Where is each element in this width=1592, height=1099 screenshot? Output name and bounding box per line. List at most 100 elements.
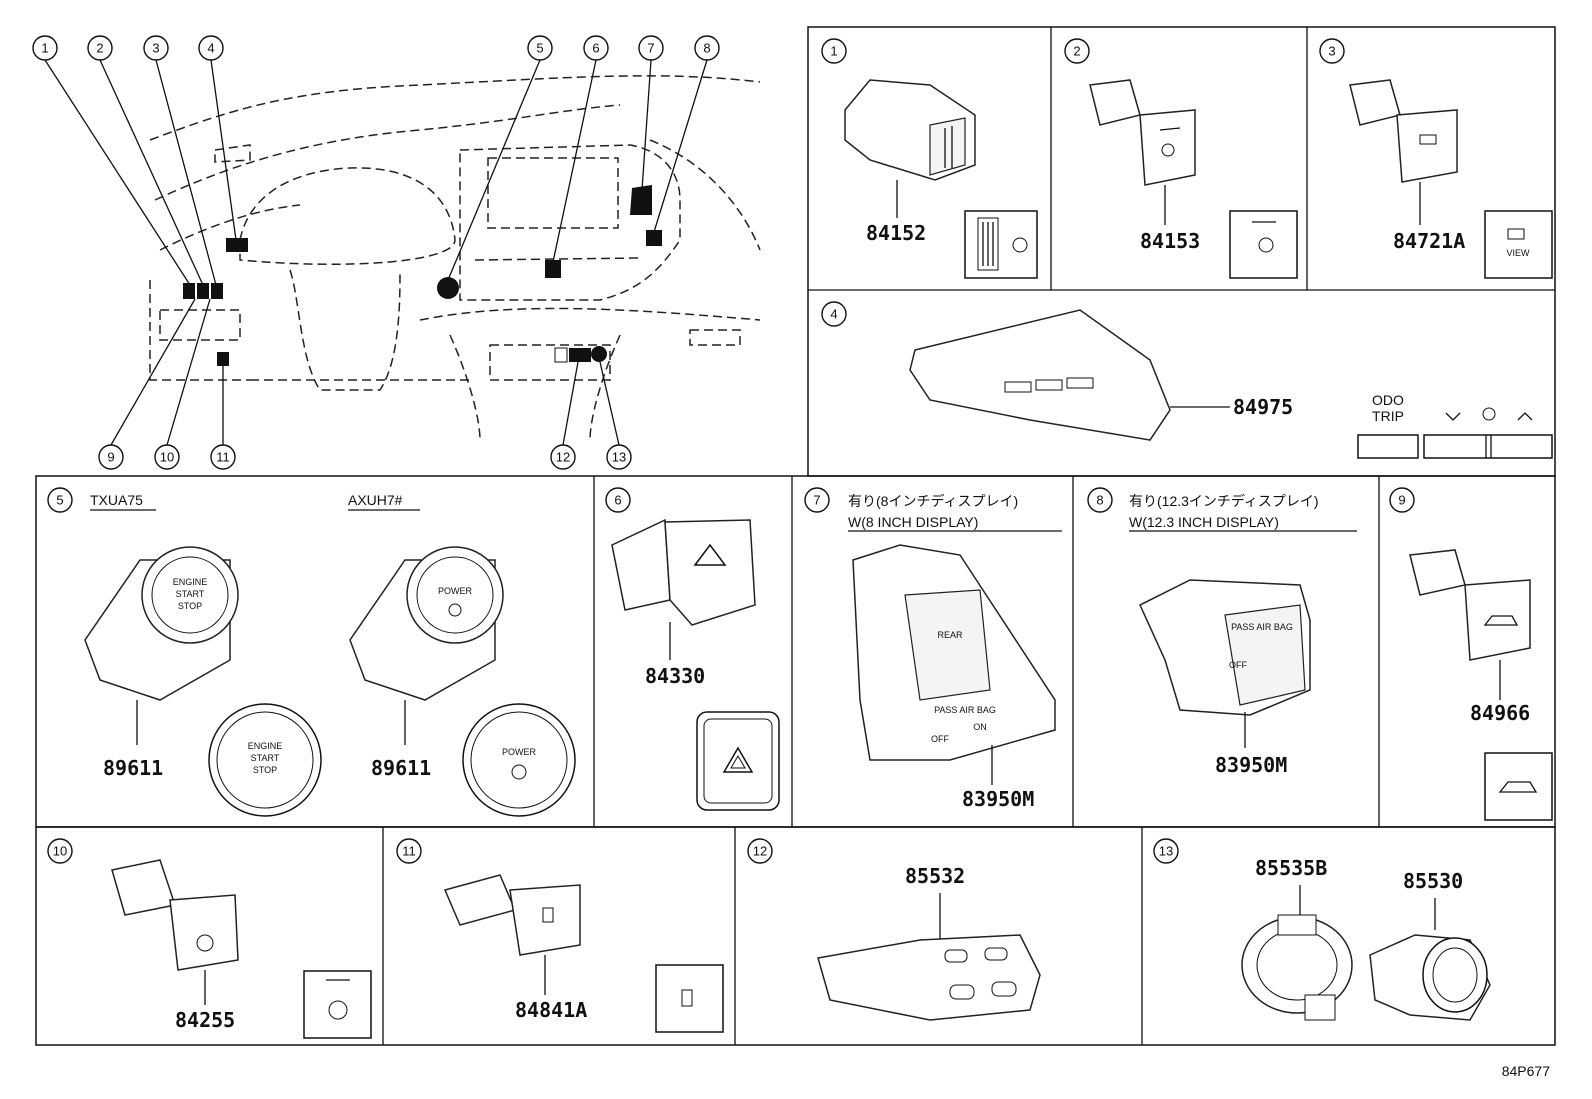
svg-text:TRIP: TRIP xyxy=(1372,408,1404,424)
overview-callout: 13 xyxy=(606,444,632,470)
svg-text:6: 6 xyxy=(614,493,621,508)
overview-callout: 4 xyxy=(198,35,224,61)
svg-text:8: 8 xyxy=(1096,493,1103,508)
svg-text:POWER: POWER xyxy=(502,747,537,757)
overview-callout: 1 xyxy=(32,35,58,61)
overview-callout: 6 xyxy=(583,35,609,61)
svg-text:83950M: 83950M xyxy=(1215,753,1287,777)
svg-text:9: 9 xyxy=(1398,493,1405,508)
steering-heater-icon xyxy=(196,934,214,952)
panel-5: 5 TXUA75 AXUH7# ENGINE START STOP 89611 … xyxy=(47,487,576,817)
svg-text:85535B: 85535B xyxy=(1255,856,1327,880)
brightness-icon xyxy=(1482,407,1496,421)
chevron-up-icon xyxy=(1517,412,1533,421)
svg-text:13: 13 xyxy=(1159,844,1173,859)
svg-text:OFF: OFF xyxy=(931,734,949,744)
overview-callout: 11 xyxy=(210,444,236,470)
vehicle-icon xyxy=(1483,615,1519,626)
dashboard-overview xyxy=(44,59,761,446)
svg-text:84152: 84152 xyxy=(866,221,926,245)
overview-callout: 8 xyxy=(694,35,720,61)
svg-text:REAR: REAR xyxy=(937,630,963,640)
panel-9: 9 84966 xyxy=(1389,487,1553,821)
svg-text:OFF: OFF xyxy=(1229,660,1247,670)
headlight-auto-icon xyxy=(1161,143,1175,157)
panel-grid xyxy=(35,26,1556,1046)
svg-text:84153: 84153 xyxy=(1140,229,1200,253)
overview-callout: 12 xyxy=(550,444,576,470)
panel-8: 8 有り(12.3インチディスプレイ) W(12.3 INCH DISPLAY)… xyxy=(1087,487,1357,777)
power-icon xyxy=(448,603,462,617)
svg-text:9: 9 xyxy=(107,450,114,465)
svg-text:PASS AIR BAG: PASS AIR BAG xyxy=(1231,622,1293,632)
svg-text:4: 4 xyxy=(830,307,837,322)
panel-11: 11 84841A xyxy=(396,838,724,1033)
fuel-door-icon-box xyxy=(655,964,724,1033)
panel-4: 4 84975 ODO TRIP xyxy=(821,301,1553,459)
svg-text:89611: 89611 xyxy=(371,756,431,780)
svg-text:84966: 84966 xyxy=(1470,701,1530,725)
svg-text:85532: 85532 xyxy=(905,864,965,888)
engine-start-button-face xyxy=(208,703,322,817)
svg-text:START: START xyxy=(251,753,280,763)
svg-text:START: START xyxy=(176,589,205,599)
svg-text:84255: 84255 xyxy=(175,1008,235,1032)
dimmer-rocker xyxy=(1423,434,1553,459)
svg-text:12: 12 xyxy=(556,450,570,465)
svg-text:5: 5 xyxy=(536,41,543,56)
overview-callout: 9 xyxy=(98,444,124,470)
svg-text:ODO: ODO xyxy=(1372,392,1404,408)
svg-text:W(8 INCH DISPLAY): W(8 INCH DISPLAY) xyxy=(848,514,978,530)
chevron-down-icon xyxy=(1445,412,1461,421)
overview-callout: 2 xyxy=(87,35,113,61)
auto-level-icon-box xyxy=(1229,210,1298,279)
svg-text:7: 7 xyxy=(813,493,820,508)
svg-text:1: 1 xyxy=(830,44,837,59)
headlight-icon xyxy=(1012,237,1028,253)
svg-text:10: 10 xyxy=(53,844,67,859)
power-button-face xyxy=(462,703,576,817)
svg-text:85530: 85530 xyxy=(1403,869,1463,893)
svg-text:89611: 89611 xyxy=(103,756,163,780)
usb-port-icon xyxy=(949,984,975,1000)
svg-text:11: 11 xyxy=(216,450,230,465)
hazard-button-face xyxy=(696,711,780,811)
panel-1: 1 84152 xyxy=(821,38,1038,279)
svg-text:2: 2 xyxy=(1073,44,1080,59)
svg-text:TXUA75: TXUA75 xyxy=(90,492,143,508)
svg-text:84330: 84330 xyxy=(645,664,705,688)
dimmer-icon-box xyxy=(964,210,1038,279)
svg-text:有り(12.3インチディスプレイ): 有り(12.3インチディスプレイ) xyxy=(1129,493,1319,509)
svg-text:11: 11 xyxy=(402,844,416,859)
fuel-door-icon xyxy=(542,907,554,923)
svg-text:4: 4 xyxy=(207,41,214,56)
steering-heater-icon-box xyxy=(303,970,372,1039)
svg-text:STOP: STOP xyxy=(178,601,202,611)
svg-text:10: 10 xyxy=(160,450,174,465)
svg-text:84721A: 84721A xyxy=(1393,229,1465,253)
overview-callout: 10 xyxy=(154,444,180,470)
svg-text:1: 1 xyxy=(41,41,48,56)
svg-text:8: 8 xyxy=(703,41,710,56)
figure-code: 84P677 xyxy=(1502,1063,1550,1079)
panel-13: 13 85535B 85530 xyxy=(1153,838,1491,1021)
svg-text:STOP: STOP xyxy=(253,765,277,775)
panel-2: 2 84153 xyxy=(1064,38,1298,279)
svg-text:ENGINE: ENGINE xyxy=(248,741,283,751)
svg-text:5: 5 xyxy=(56,493,63,508)
svg-text:3: 3 xyxy=(1328,44,1335,59)
svg-text:AXUH7#: AXUH7# xyxy=(348,492,403,508)
panel-10: 10 84255 xyxy=(47,838,372,1039)
usb-port-icon xyxy=(991,981,1017,997)
svg-text:84975: 84975 xyxy=(1233,395,1293,419)
hazard-icon xyxy=(693,543,727,566)
overview-callout: 7 xyxy=(638,35,664,61)
svg-text:6: 6 xyxy=(592,41,599,56)
svg-text:POWER: POWER xyxy=(438,586,473,596)
vehicle-icon-box xyxy=(1484,752,1553,821)
panel-7: 7 有り(8インチディスプレイ) W(8 INCH DISPLAY) REAR … xyxy=(804,487,1062,811)
svg-text:83950M: 83950M xyxy=(962,787,1034,811)
overview-callout: 3 xyxy=(143,35,169,61)
camera-view-icon-box xyxy=(1484,210,1553,279)
